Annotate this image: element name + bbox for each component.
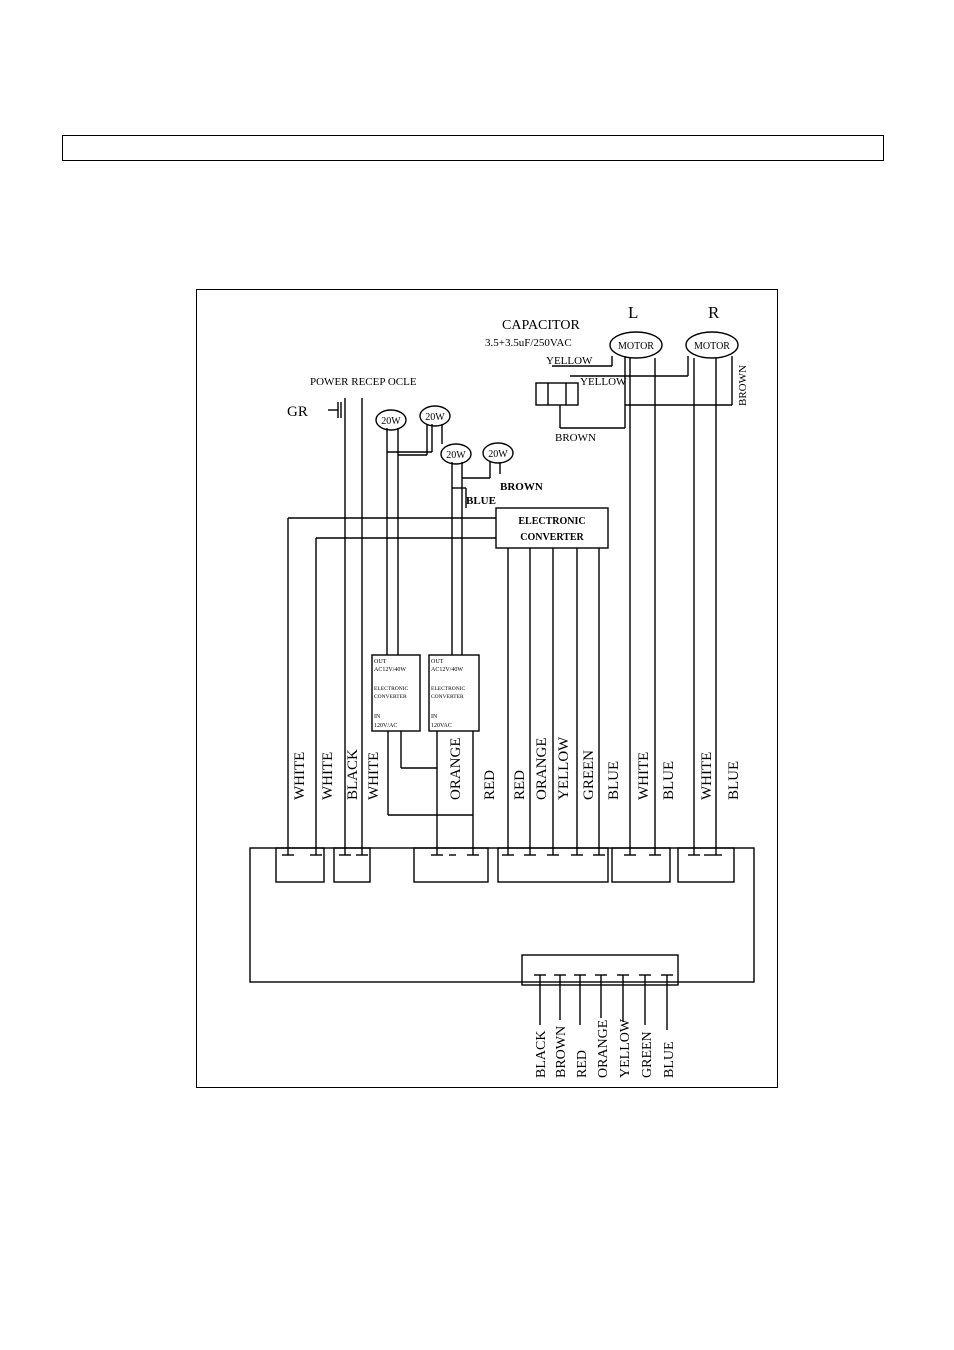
transformer-1-rating: AC12V/40W xyxy=(374,667,406,673)
cap-brown: BROWN xyxy=(555,432,596,444)
bottom-wire-label: YELLOW xyxy=(618,1018,633,1078)
transformer-2-elec: ELECTRONIC xyxy=(431,686,466,692)
bulb-2 xyxy=(419,405,451,427)
bottom-wire-label: BROWN xyxy=(554,1026,569,1078)
wire-lines xyxy=(249,331,755,1030)
transformer-2-out: OUT xyxy=(431,659,444,665)
top-wire-label: WHITE xyxy=(320,752,336,800)
switch-connector xyxy=(521,954,679,986)
bulb-4-label: 20W xyxy=(488,449,508,460)
bulb-3 xyxy=(440,443,472,465)
top-wire-label: BLUE xyxy=(606,761,622,800)
bottom-wire-label: RED xyxy=(575,1050,590,1078)
top-wire-label: GREEN xyxy=(581,750,597,800)
converter-label-2: CONVERTER xyxy=(520,532,584,543)
transformer-1-out: OUT xyxy=(374,659,387,665)
bottom-wire-labels: BLACK BROWN RED ORANGE YELLOW GREEN BLUE xyxy=(534,1018,677,1078)
capacitor-label: CAPACITOR xyxy=(502,318,580,333)
motor-left xyxy=(609,331,663,359)
capacitor-box xyxy=(535,382,579,406)
connector-6 xyxy=(677,847,735,883)
transformer-1-box xyxy=(371,654,421,732)
cap-yellow-2: YELLOW xyxy=(580,376,627,388)
transformer-1-in: IN xyxy=(374,714,381,720)
connector-1 xyxy=(275,847,325,883)
converter-label-1: ELECTRONIC xyxy=(518,516,585,527)
motor-right xyxy=(685,331,739,359)
top-wire-label: YELLOW xyxy=(556,736,572,800)
transformer-1-elec: ELECTRONIC xyxy=(374,686,409,692)
connector-3 xyxy=(413,847,489,883)
bottom-wire-label: GREEN xyxy=(640,1031,655,1078)
top-wire-label: WHITE xyxy=(699,752,715,800)
transformer-2-in: IN xyxy=(431,714,438,720)
transformer-2-box xyxy=(428,654,480,732)
transformer-2-in-v: 120VAC xyxy=(431,723,452,729)
right-motor-label: R xyxy=(708,303,720,322)
top-wire-label: ORANGE xyxy=(534,738,550,801)
terminal-marks xyxy=(282,854,722,976)
top-wire-label: WHITE xyxy=(292,752,308,800)
transformer-2-rating: AC12V/40W xyxy=(431,667,463,673)
bulb-1-label: 20W xyxy=(381,416,401,427)
connector-5 xyxy=(611,847,671,883)
transformer-1-conv: CONVERTER xyxy=(374,694,407,700)
bottom-wire-label: BLACK xyxy=(534,1031,549,1078)
bulb-3-label: 20W xyxy=(446,450,466,461)
bulb-1 xyxy=(375,409,407,431)
top-wire-label: WHITE xyxy=(366,752,382,800)
transformer-1-in-v: 120V/AC xyxy=(374,723,397,729)
bottom-wire-label: ORANGE xyxy=(596,1020,611,1078)
motor-brown: BROWN xyxy=(737,365,749,406)
bulb-brown-label: BROWN xyxy=(500,481,543,493)
bottom-wire-label: BLUE xyxy=(662,1041,677,1078)
motor-right-text: MOTOR xyxy=(694,341,730,352)
top-wire-label: ORANGE xyxy=(448,738,464,801)
top-wire-label: BLACK xyxy=(345,749,361,800)
bulb-2-label: 20W xyxy=(425,412,445,423)
ground-label: GR xyxy=(287,404,308,420)
header-box xyxy=(62,135,884,161)
top-wire-label: RED xyxy=(482,770,498,800)
top-wire-label: BLUE xyxy=(726,761,742,800)
capacitor-rating: 3.5+3.5uF/250VAC xyxy=(485,337,572,349)
top-wire-labels: WHITE WHITE BLACK WHITE ORANGE RED RED O… xyxy=(292,736,742,800)
top-wire-label: WHITE xyxy=(636,752,652,800)
top-wire-label: RED xyxy=(512,770,528,800)
cap-yellow-1: YELLOW xyxy=(546,355,593,367)
connector-2 xyxy=(333,847,371,883)
power-receptacle-label: POWER RECEP OCLE xyxy=(310,376,417,388)
bulb-blue-label: BLUE xyxy=(466,495,496,507)
motor-left-text: MOTOR xyxy=(618,341,654,352)
left-motor-label: L xyxy=(628,303,638,322)
bulb-4 xyxy=(482,442,514,464)
top-wire-label: BLUE xyxy=(661,761,677,800)
transformer-2-conv: CONVERTER xyxy=(431,694,464,700)
electronic-converter-box xyxy=(495,507,609,549)
diagram-frame xyxy=(196,289,778,1088)
